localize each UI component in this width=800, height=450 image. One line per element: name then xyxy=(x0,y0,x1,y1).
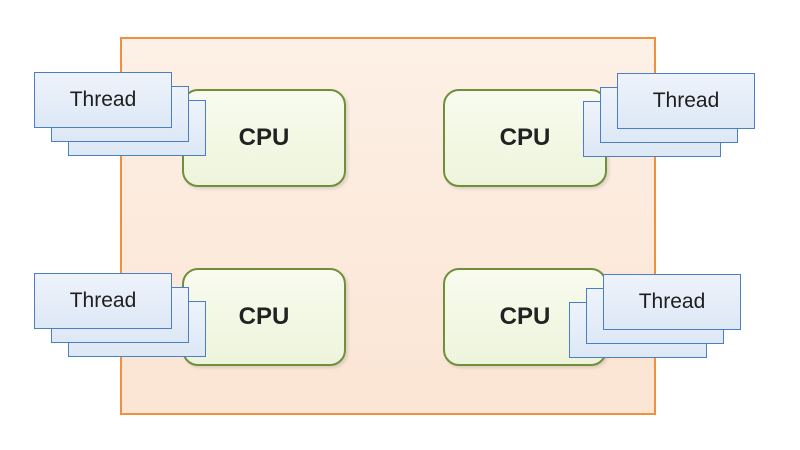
thread-card: Thread xyxy=(34,72,172,128)
cpu-label: CPU xyxy=(238,303,290,330)
thread-card: Thread xyxy=(603,274,741,330)
thread-label: Thread xyxy=(652,89,720,112)
thread-card: Thread xyxy=(617,73,755,129)
thread-stack-bottom-right: Thread xyxy=(569,274,741,364)
thread-label: Thread xyxy=(638,290,706,313)
cpu-label: CPU xyxy=(238,124,290,151)
thread-label: Thread xyxy=(69,289,137,312)
thread-stack-bottom-left: Thread xyxy=(34,273,206,363)
cpu-core-bottom-left: CPU xyxy=(182,268,346,366)
cpu-core-top-right: CPU xyxy=(443,89,607,187)
cpu-core-top-left: CPU xyxy=(182,89,346,187)
thread-label: Thread xyxy=(69,88,137,111)
thread-stack-top-left: Thread xyxy=(34,72,206,162)
cpu-label: CPU xyxy=(499,124,551,151)
thread-card: Thread xyxy=(34,273,172,329)
thread-stack-top-right: Thread xyxy=(583,73,755,163)
cpu-label: CPU xyxy=(499,303,551,330)
